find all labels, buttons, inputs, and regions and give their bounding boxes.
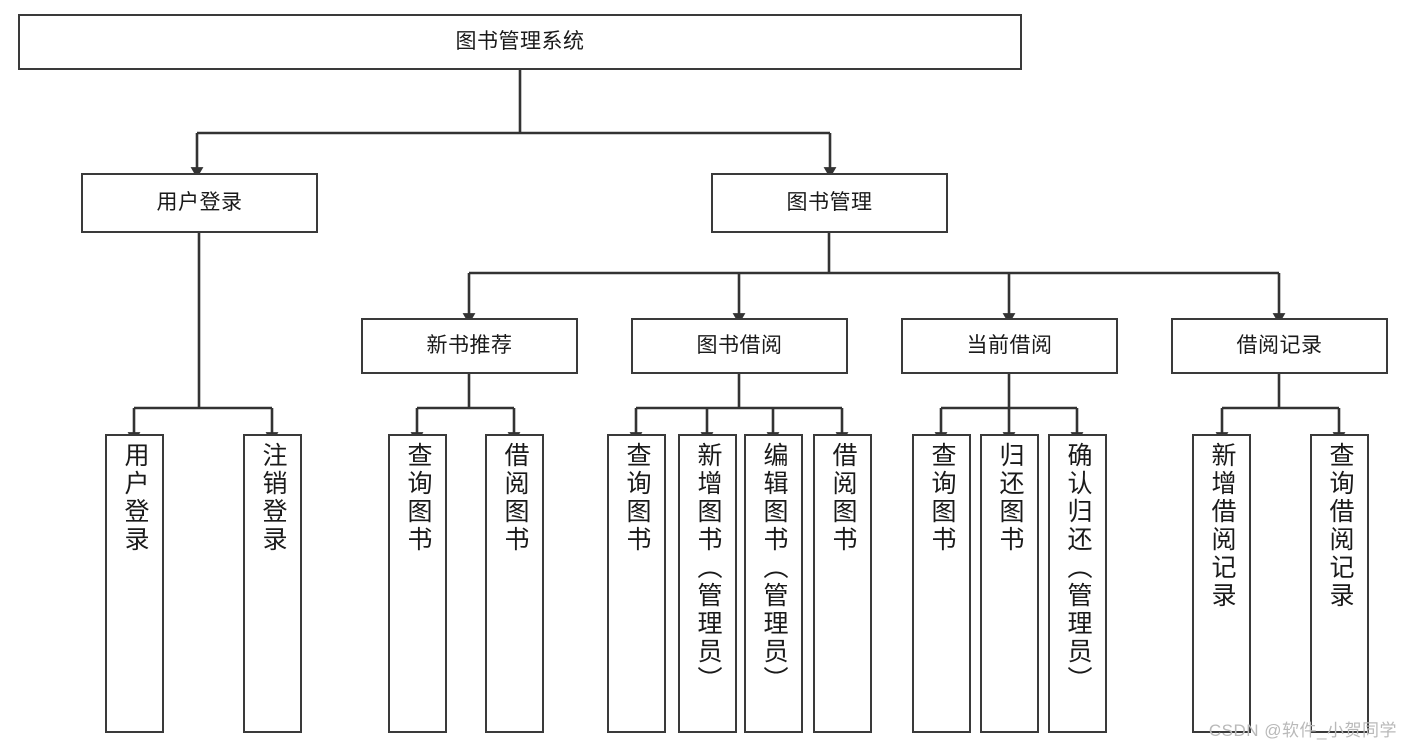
node-leaf-query-book-3-label: 查询图书 [928,442,956,554]
node-leaf-add-book[interactable]: 新增图书（管理员） [678,434,737,733]
node-leaf-add-record-label: 新增借阅记录 [1208,442,1236,610]
node-leaf-return-book[interactable]: 归还图书 [980,434,1039,733]
node-leaf-return-book-label: 归还图书 [996,442,1024,554]
node-leaf-confirm-return-label: 确认归还（管理员） [1064,442,1092,694]
node-leaf-query-book-3[interactable]: 查询图书 [912,434,971,733]
watermark-text: CSDN @软件_小贺同学 [1208,721,1397,740]
node-leaf-add-record[interactable]: 新增借阅记录 [1192,434,1251,733]
node-leaf-query-record[interactable]: 查询借阅记录 [1310,434,1369,733]
node-leaf-query-book-2[interactable]: 查询图书 [607,434,666,733]
node-leaf-logout-login[interactable]: 注销登录 [243,434,302,733]
node-leaf-user-login-label: 用户登录 [121,442,149,554]
node-leaf-edit-book[interactable]: 编辑图书（管理员） [744,434,803,733]
node-book-borrow[interactable]: 图书借阅 [631,318,848,374]
node-leaf-user-login[interactable]: 用户登录 [105,434,164,733]
node-user-login-label: 用户登录 [156,190,243,214]
node-leaf-edit-book-label: 编辑图书（管理员） [760,442,788,694]
node-leaf-query-book-2-label: 查询图书 [623,442,651,554]
node-new-book-recommend[interactable]: 新书推荐 [361,318,578,374]
node-leaf-query-record-label: 查询借阅记录 [1326,442,1354,610]
node-current-borrow-label: 当前借阅 [966,333,1053,357]
node-leaf-borrow-book-2-label: 借阅图书 [829,442,857,554]
node-user-login[interactable]: 用户登录 [81,173,318,233]
node-leaf-query-book-1[interactable]: 查询图书 [388,434,447,733]
node-current-borrow[interactable]: 当前借阅 [901,318,1118,374]
node-new-book-recommend-label: 新书推荐 [426,333,513,357]
node-borrow-record-label: 借阅记录 [1236,333,1323,357]
node-leaf-logout-login-label: 注销登录 [259,442,287,554]
node-book-management[interactable]: 图书管理 [711,173,948,233]
node-leaf-borrow-book-2[interactable]: 借阅图书 [813,434,872,733]
node-leaf-confirm-return[interactable]: 确认归还（管理员） [1048,434,1107,733]
node-leaf-borrow-book-1[interactable]: 借阅图书 [485,434,544,733]
node-root-label: 图书管理系统 [455,29,585,53]
node-leaf-query-book-1-label: 查询图书 [404,442,432,554]
node-root[interactable]: 图书管理系统 [18,14,1022,70]
node-borrow-record[interactable]: 借阅记录 [1171,318,1388,374]
node-book-management-label: 图书管理 [786,190,873,214]
node-leaf-borrow-book-1-label: 借阅图书 [501,442,529,554]
node-book-borrow-label: 图书借阅 [696,333,783,357]
node-leaf-add-book-label: 新增图书（管理员） [694,442,722,694]
